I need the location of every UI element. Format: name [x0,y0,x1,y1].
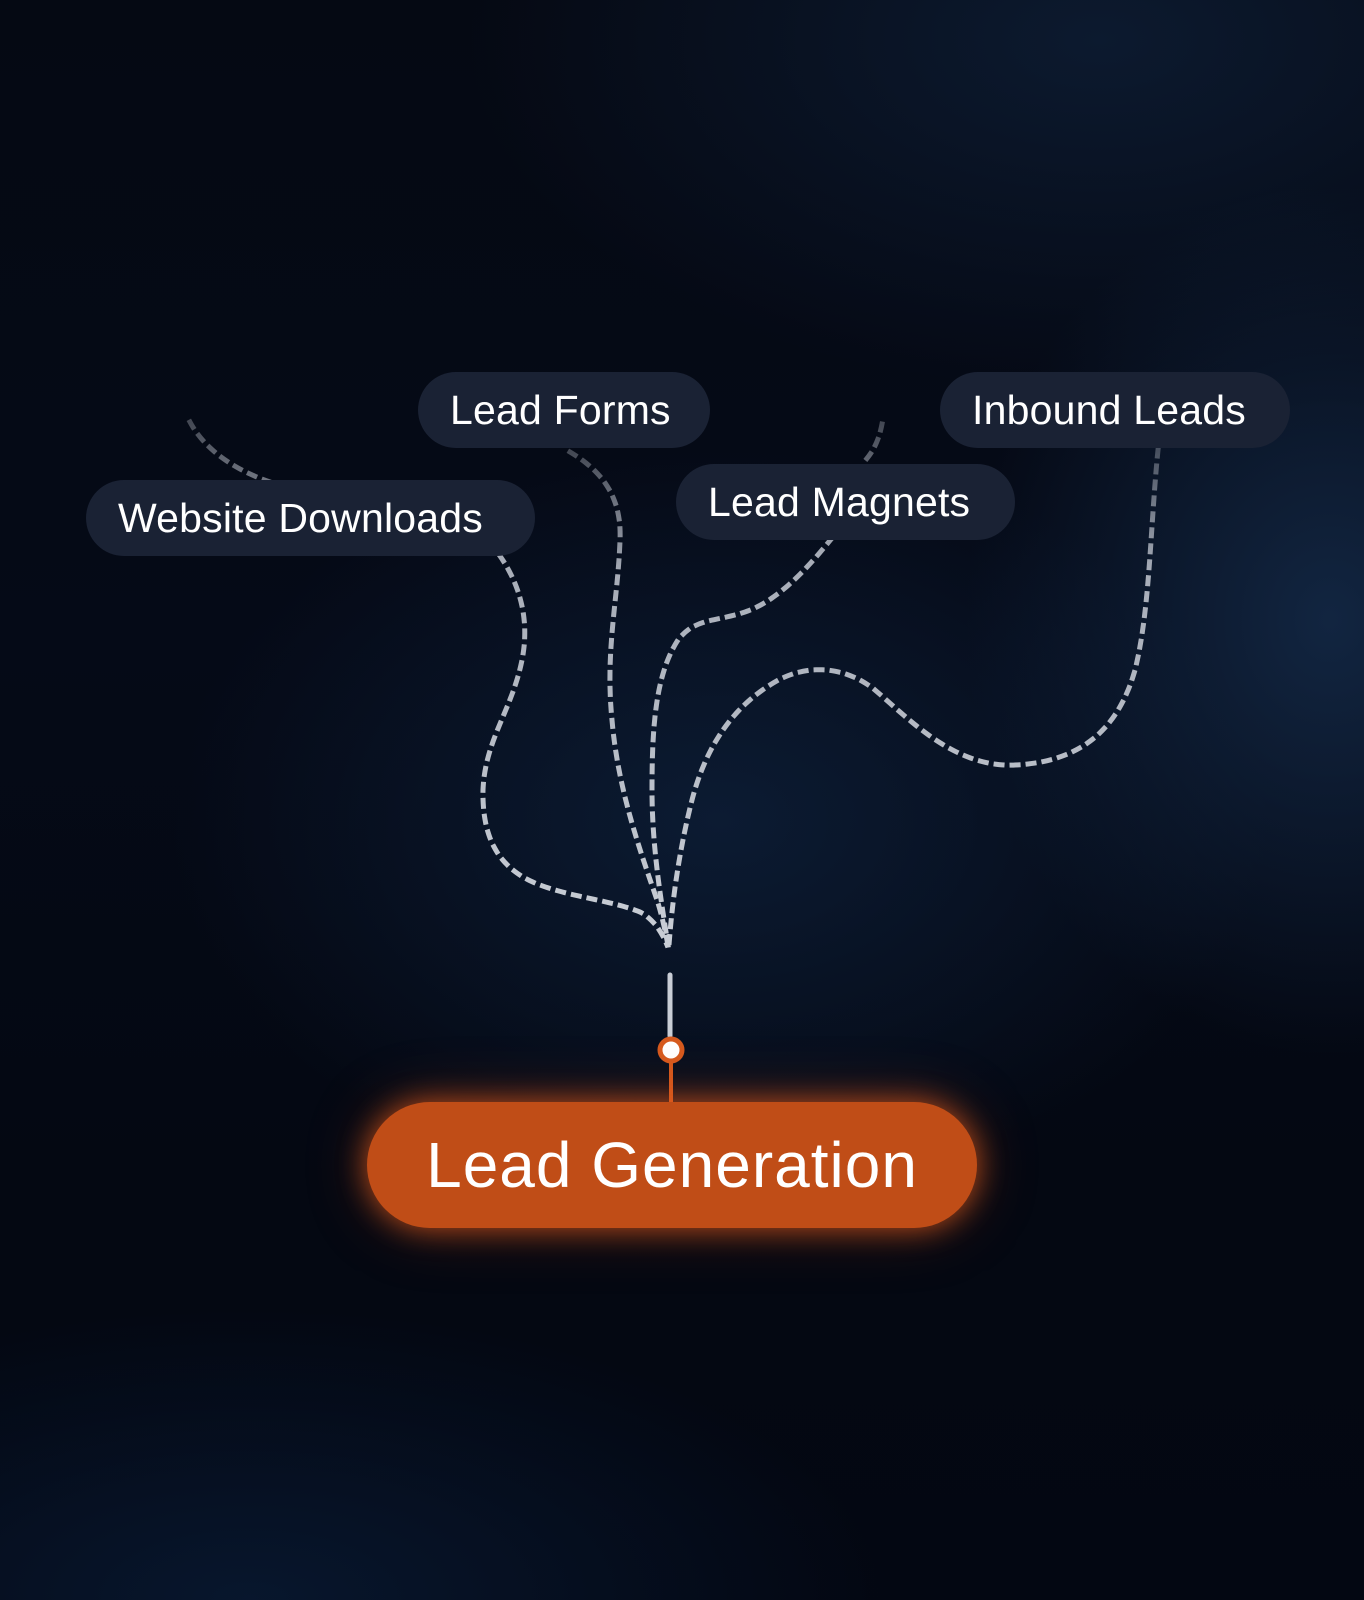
connector-website-downloads [186,418,671,949]
connector-lead-magnets [649,421,885,948]
connector-inbound-leads [666,447,1161,948]
junction-node-icon [657,1036,685,1064]
source-website-downloads: Website Downloads [86,480,535,556]
connector-lead-forms [566,448,671,948]
target-lead-generation: Lead Generation [367,1102,977,1228]
source-inbound-leads: Inbound Leads [940,372,1290,448]
source-lead-forms: Lead Forms [418,372,710,448]
source-lead-magnets: Lead Magnets [676,464,1015,540]
